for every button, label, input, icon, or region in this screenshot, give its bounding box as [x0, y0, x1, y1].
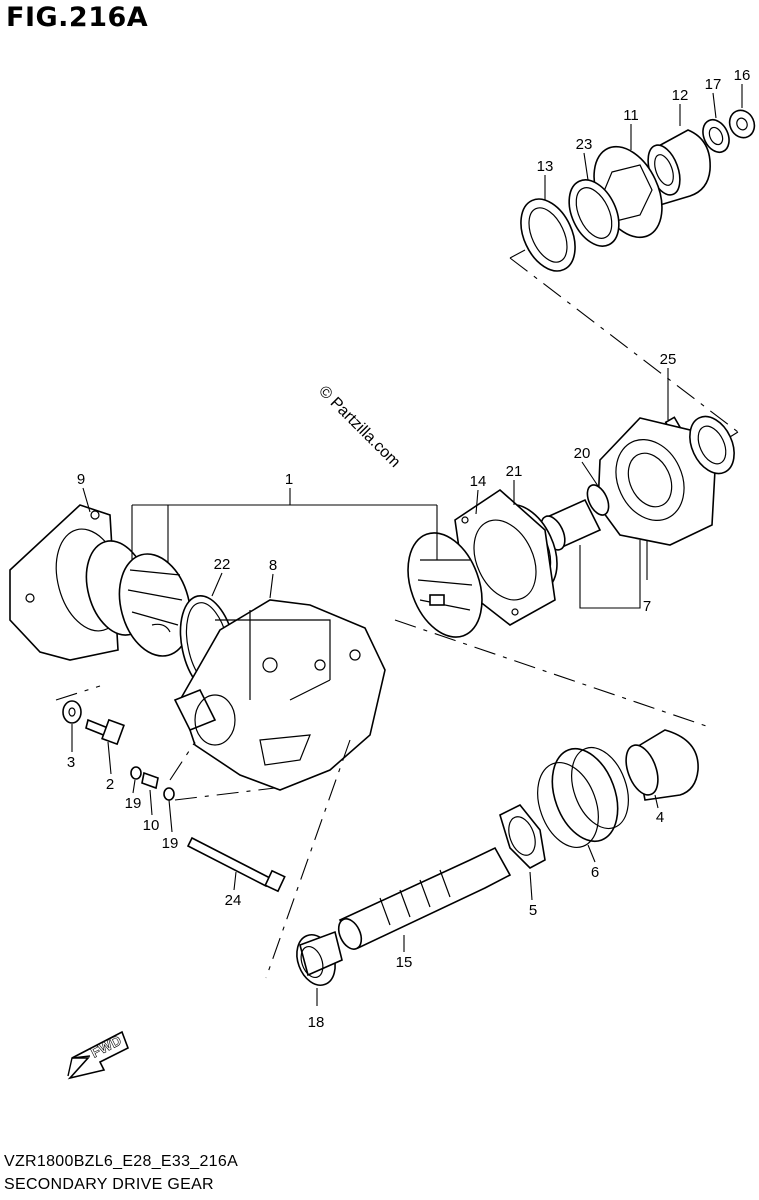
bracket-part-7: [579, 540, 641, 609]
callout-2[interactable]: 2: [106, 776, 114, 793]
assembly-dash-line-top: [509, 257, 739, 433]
callout-5[interactable]: 5: [529, 902, 537, 919]
callout-17[interactable]: 17: [705, 76, 722, 93]
callout-25[interactable]: 25: [660, 351, 677, 368]
part-8-case[interactable]: [173, 599, 386, 791]
part-18-needle-bearing[interactable]: [290, 929, 343, 990]
callout-9[interactable]: 9: [77, 471, 85, 488]
callout-21[interactable]: 21: [506, 463, 523, 480]
callout-20[interactable]: 20: [574, 445, 591, 462]
diagram-caption: SECONDARY DRIVE GEAR: [4, 1176, 214, 1193]
callout-7[interactable]: 7: [643, 598, 651, 615]
callout-14[interactable]: 14: [470, 473, 487, 490]
callout-4[interactable]: 4: [656, 809, 664, 826]
callout-3[interactable]: 3: [67, 754, 75, 771]
callout-23[interactable]: 23: [576, 136, 593, 153]
part-2-bolt[interactable]: [85, 718, 125, 746]
part-10-dowel-pin[interactable]: [141, 771, 159, 790]
callout-12[interactable]: 12: [672, 87, 689, 104]
callout-22[interactable]: 22: [214, 556, 231, 573]
callout-16[interactable]: 16: [734, 67, 751, 84]
part-1-bevel-gear-left[interactable]: [77, 534, 202, 664]
callout-15[interactable]: 15: [396, 954, 413, 971]
part-5-cam[interactable]: [499, 803, 546, 869]
callout-6[interactable]: 6: [591, 864, 599, 881]
part-1-bevel-gear-right[interactable]: [395, 523, 496, 648]
callout-8[interactable]: 8: [269, 557, 277, 574]
assembly-dash-line-lower: [394, 619, 713, 729]
callout-19-upper[interactable]: 19: [125, 795, 142, 812]
diagram-code: VZR1800BZL6_E28_E33_216A: [4, 1153, 239, 1170]
part-19-o-ring-upper[interactable]: [130, 766, 142, 780]
callout-19-lower[interactable]: 19: [162, 835, 179, 852]
part-6-spring[interactable]: [527, 740, 639, 856]
part-7-housing-assembly[interactable]: [597, 409, 743, 546]
callout-10[interactable]: 10: [143, 817, 160, 834]
leader-lines: [71, 84, 743, 1006]
bracket-part-1: [131, 488, 438, 562]
callout-13[interactable]: 13: [537, 158, 554, 175]
callout-24[interactable]: 24: [225, 892, 242, 909]
callout-18[interactable]: 18: [308, 1014, 325, 1031]
callouts: 16 17 12 11 23 13 25 20 21 14 1 9 22 8 7…: [67, 67, 751, 1031]
part-13-seal[interactable]: [510, 190, 586, 279]
figure-title: FIG.216A: [6, 2, 149, 33]
callout-1[interactable]: 1: [285, 471, 293, 488]
part-16-nut[interactable]: [725, 106, 759, 142]
part-3-washer[interactable]: [62, 700, 82, 724]
part-17-washer[interactable]: [698, 116, 734, 157]
part-20-o-ring[interactable]: [583, 482, 613, 519]
part-23-o-ring[interactable]: [559, 172, 628, 254]
fwd-arrow-icon: FWD: [67, 1030, 130, 1080]
part-4-bearing[interactable]: [620, 729, 699, 801]
part-24-bolt[interactable]: [186, 836, 286, 893]
part-19-o-ring-lower[interactable]: [163, 787, 175, 801]
callout-11[interactable]: 11: [623, 107, 639, 124]
watermark-text: © Partzilla.com: [315, 383, 403, 471]
part-15-shaft[interactable]: [334, 846, 512, 953]
